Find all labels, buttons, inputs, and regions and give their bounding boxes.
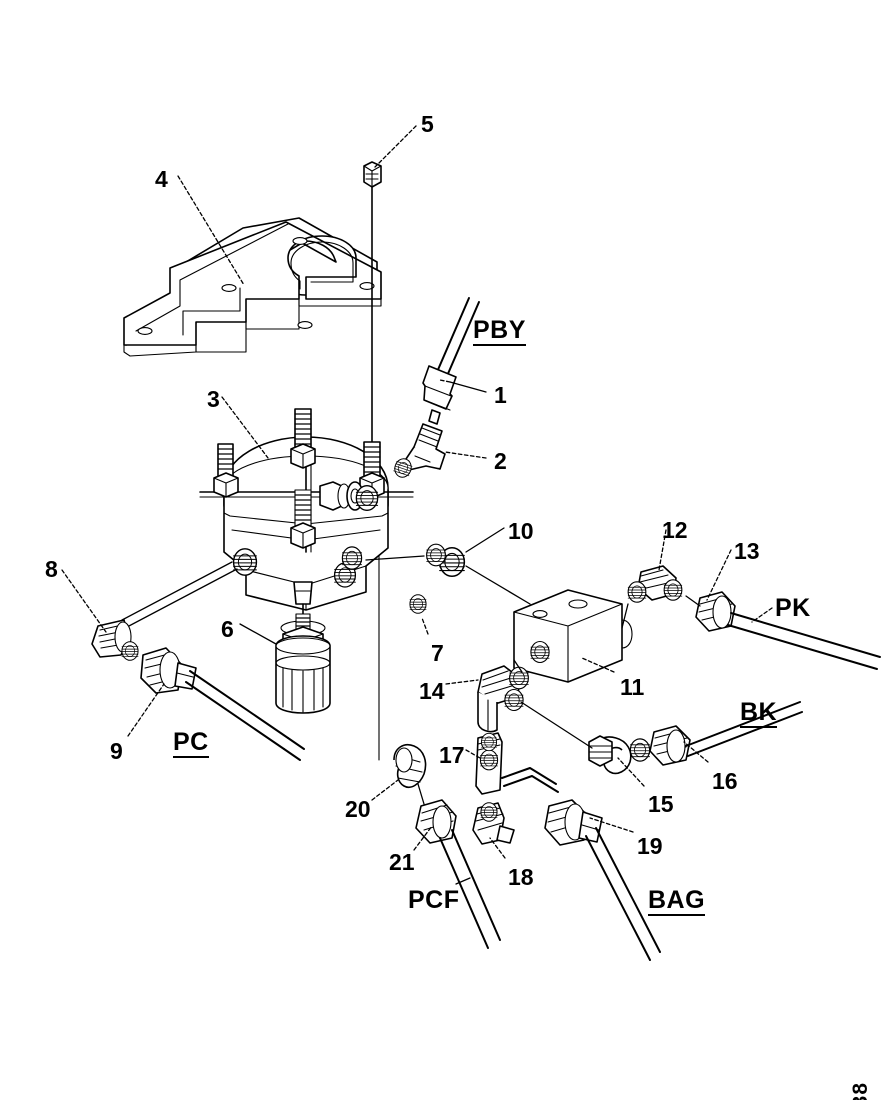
pc-line-assembly — [91, 561, 305, 761]
port-left — [232, 548, 258, 576]
part-3-valve-body — [199, 408, 414, 626]
part-6-filter-element — [275, 613, 331, 714]
callout-6: 6 — [221, 616, 234, 642]
part-7-small-plug — [409, 594, 427, 614]
elbow-12 — [627, 565, 683, 603]
callout-1: 1 — [494, 382, 507, 408]
callout-12: 12 — [662, 517, 688, 543]
callout-7: 7 — [431, 640, 444, 666]
callout-17: 17 — [439, 742, 465, 768]
part-10-adapter-fitting — [365, 543, 531, 605]
part-20-elbow-fitting — [393, 744, 427, 789]
leader-lines — [61, 125, 773, 885]
pby-hose-assembly — [391, 297, 480, 480]
callout-4: 4 — [155, 166, 168, 192]
callout-20: 20 — [345, 796, 371, 822]
part-19-bag-hose-nut — [544, 799, 661, 961]
part-21-pcf-hose-nut — [415, 783, 501, 949]
callout-3: 3 — [207, 386, 220, 412]
part-17-tee-fitting — [475, 732, 559, 795]
pk-line-assembly — [621, 565, 881, 670]
callout-5: 5 — [421, 111, 434, 137]
port-label-pcf: PCF — [408, 886, 460, 914]
callout-2: 2 — [494, 448, 507, 474]
port-label-pk: PK — [775, 594, 811, 622]
stud-rear-left — [213, 443, 239, 498]
callout-14: 14 — [419, 678, 445, 704]
part-5-hex-nut-and-rod — [363, 161, 382, 761]
callout-11: 11 — [620, 674, 645, 700]
elbow-15 — [588, 735, 651, 775]
part-18-plug-fitting — [472, 802, 515, 845]
port-label-pby: PBY — [473, 316, 526, 346]
drawing-number: 109738 — [849, 1082, 873, 1100]
callout-9: 9 — [110, 738, 123, 764]
port-label-bag: BAG — [648, 886, 706, 916]
callout-16: 16 — [712, 768, 738, 794]
port-label-bk: BK — [740, 698, 778, 728]
part-14-elbow-fitting — [477, 659, 529, 733]
part-11-manifold-block — [513, 589, 633, 683]
callout-13: 13 — [734, 538, 760, 564]
port-label-pc: PC — [173, 728, 209, 758]
port-right — [341, 546, 363, 570]
callout-21: 21 — [389, 849, 415, 875]
callout-10: 10 — [508, 518, 534, 544]
stud-center-back — [290, 408, 316, 549]
hose-nut-16 — [649, 725, 691, 766]
hose-nut-9 — [140, 647, 197, 694]
callout-19: 19 — [637, 833, 663, 859]
elbow-2 — [403, 423, 446, 471]
bk-line-assembly — [520, 701, 803, 775]
callout-15: 15 — [648, 791, 674, 817]
callout-8: 8 — [45, 556, 58, 582]
valve-port-stack — [319, 481, 379, 511]
callout-18: 18 — [508, 864, 534, 890]
part-4-mounting-bracket — [123, 217, 382, 357]
